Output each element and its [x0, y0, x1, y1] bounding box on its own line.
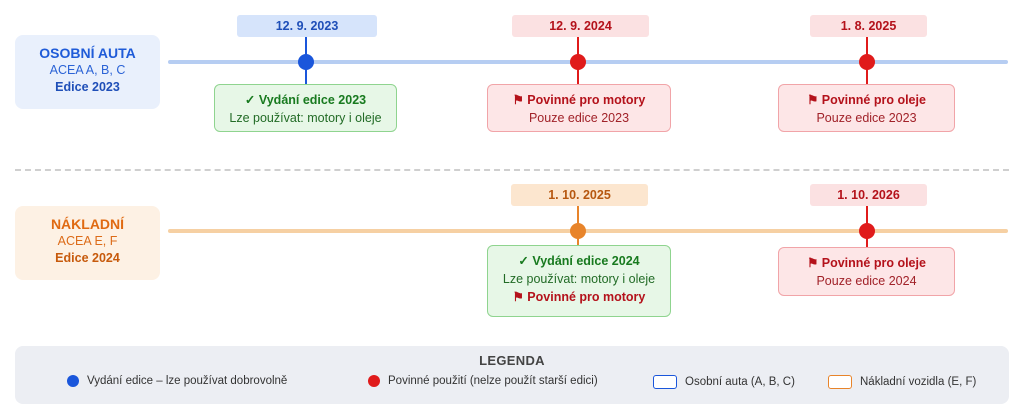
- event-card-cars-release: ✓ Vydání edice 2023 Lze používat: motory…: [214, 84, 397, 132]
- legend-label: Nákladní vozidla (E, F): [860, 376, 977, 388]
- mandatory-dot-icon: [859, 223, 875, 239]
- date-label-cars-mandatory-engines: 12. 9. 2024: [512, 15, 649, 37]
- blue-square-icon: [653, 375, 677, 389]
- legend-label: Vydání edice – lze používat dobrovolně: [87, 375, 288, 387]
- category-trucks: NÁKLADNÍ ACEA E, F Edice 2024: [15, 206, 160, 280]
- legend-item-release: Vydání edice – lze používat dobrovolně: [67, 375, 287, 387]
- red-dot-icon: [368, 375, 380, 387]
- event-card-trucks-release: ✓ Vydání edice 2024 Lze používat: motory…: [487, 245, 671, 317]
- legend-item-trucks: Nákladní vozidla (E, F): [828, 375, 976, 389]
- event-detail: Pouze edice 2024: [816, 274, 917, 288]
- event-detail: Pouze edice 2023: [816, 111, 917, 125]
- category-cars: OSOBNÍ AUTA ACEA A, B, C Edice 2023: [15, 35, 160, 109]
- category-cars-title: OSOBNÍ AUTA: [39, 45, 136, 61]
- category-trucks-subtitle: ACEA E, F: [57, 234, 118, 248]
- category-trucks-edition: Edice 2024: [55, 251, 120, 265]
- event-title: ⚑ Povinné pro oleje: [807, 93, 926, 107]
- release-dot-icon: [298, 54, 314, 70]
- category-trucks-title: NÁKLADNÍ: [50, 216, 125, 232]
- legend-item-cars: Osobní auta (A, B, C): [653, 375, 795, 389]
- release-dot-icon: [570, 223, 586, 239]
- event-title: ✓ Vydání edice 2024: [518, 254, 640, 268]
- event-detail: Lze používat: motory i oleje: [229, 111, 382, 125]
- event-card-cars-mandatory-oils: ⚑ Povinné pro oleje Pouze edice 2023: [778, 84, 955, 132]
- blue-dot-icon: [67, 375, 79, 387]
- timeline-cars: [168, 60, 1008, 64]
- event-detail: Pouze edice 2023: [528, 111, 630, 125]
- legend-label: Osobní auta (A, B, C): [685, 376, 795, 388]
- legend-item-mandatory: Povinné použití (nelze použít starší edi…: [368, 375, 598, 387]
- event-title: ⚑ Povinné pro oleje: [807, 256, 926, 270]
- event-mandatory-note: ⚑ Povinné pro motory: [512, 290, 646, 304]
- date-label-trucks-release: 1. 10. 2025: [511, 184, 648, 206]
- category-cars-subtitle: ACEA A, B, C: [49, 63, 126, 77]
- event-title: ✓ Vydání edice 2023: [244, 93, 367, 107]
- event-title: ⚑ Povinné pro motory: [512, 93, 646, 107]
- event-detail: Lze používat: motory i oleje: [502, 272, 656, 286]
- date-label-cars-mandatory-oils: 1. 8. 2025: [810, 15, 927, 37]
- event-card-cars-mandatory-engines: ⚑ Povinné pro motory Pouze edice 2023: [487, 84, 671, 132]
- orange-square-icon: [828, 375, 852, 389]
- legend-label: Povinné použití (nelze použít starší edi…: [388, 375, 598, 387]
- timeline-trucks: [168, 229, 1008, 233]
- legend-title: LEGENDA: [479, 353, 545, 368]
- category-cars-edition: Edice 2023: [55, 80, 120, 94]
- date-label-cars-release: 12. 9. 2023: [237, 15, 377, 37]
- date-label-trucks-mandatory-oils: 1. 10. 2026: [810, 184, 927, 206]
- section-divider: [15, 169, 1009, 171]
- event-card-trucks-mandatory-oils: ⚑ Povinné pro oleje Pouze edice 2024: [778, 247, 955, 296]
- mandatory-dot-icon: [570, 54, 586, 70]
- mandatory-dot-icon: [859, 54, 875, 70]
- legend: LEGENDA Vydání edice – lze používat dobr…: [15, 346, 1009, 404]
